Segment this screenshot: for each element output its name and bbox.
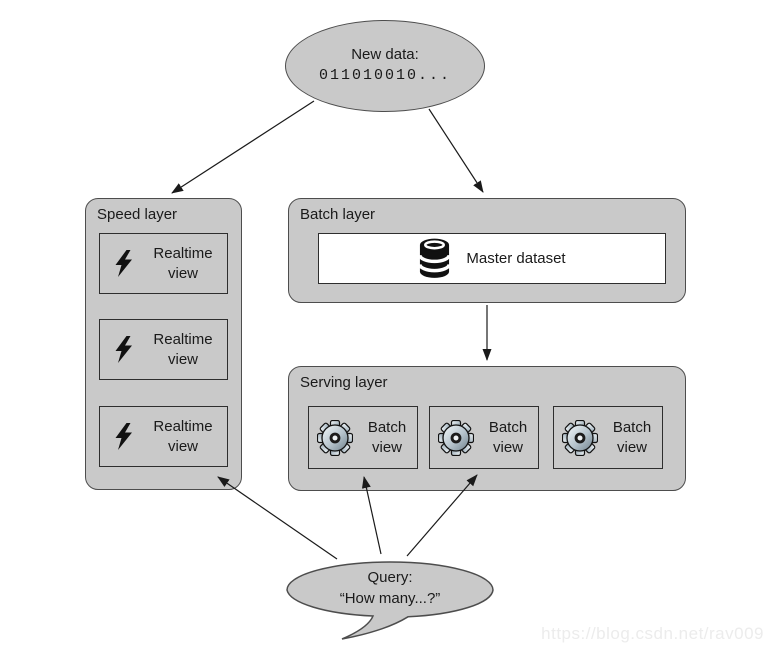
- database-icon: [418, 238, 452, 278]
- batch-layer: Batch layer Master dataset: [288, 198, 686, 303]
- realtime-view-label: Realtime view: [153, 330, 213, 368]
- gear-icon: [438, 419, 474, 456]
- realtime-view-box: Realtime view: [99, 406, 228, 467]
- lightning-icon: [115, 422, 132, 450]
- batch-view-label: Batch view: [367, 418, 407, 456]
- lightning-icon: [115, 249, 132, 277]
- batch-view-label: Batch view: [488, 418, 528, 456]
- batch-view-box: Batch view: [553, 406, 663, 469]
- speed-layer-label: Speed layer: [97, 206, 178, 223]
- lightning-icon: [115, 335, 132, 363]
- batch-view-box: Batch view: [308, 406, 418, 469]
- gear-icon: [317, 419, 353, 456]
- speed-layer: Speed layer Realtime view Realtime view …: [85, 198, 242, 490]
- batch-view-box: Batch view: [429, 406, 539, 469]
- master-dataset-label: Master dataset: [466, 250, 566, 267]
- arrow-newdata-to-speed: [171, 100, 315, 194]
- realtime-view-box: Realtime view: [99, 233, 228, 294]
- master-dataset-box: Master dataset: [318, 233, 666, 284]
- serving-layer-label: Serving layer: [300, 374, 388, 391]
- watermark-text: https://blog.csdn.net/rav009: [541, 624, 764, 643]
- gear-icon: [562, 419, 598, 456]
- query-node: Query: “How many...?”: [287, 561, 493, 615]
- new-data-bits: 011010010...: [318, 67, 452, 84]
- realtime-view-label: Realtime view: [153, 244, 213, 282]
- query-label-line2: “How many...?”: [339, 590, 441, 607]
- query-label-line1: Query:: [367, 569, 413, 586]
- new-data-node: New data: 011010010...: [285, 20, 485, 112]
- query-bubble-shape: [286, 561, 494, 640]
- serving-layer: Serving layer: [288, 366, 686, 491]
- new-data-label: New data:: [351, 46, 419, 63]
- realtime-view-label: Realtime view: [153, 417, 213, 455]
- arrow-newdata-to-batch: [428, 108, 484, 193]
- batch-layer-label: Batch layer: [300, 206, 376, 223]
- batch-view-label: Batch view: [612, 418, 652, 456]
- realtime-view-box: Realtime view: [99, 319, 228, 380]
